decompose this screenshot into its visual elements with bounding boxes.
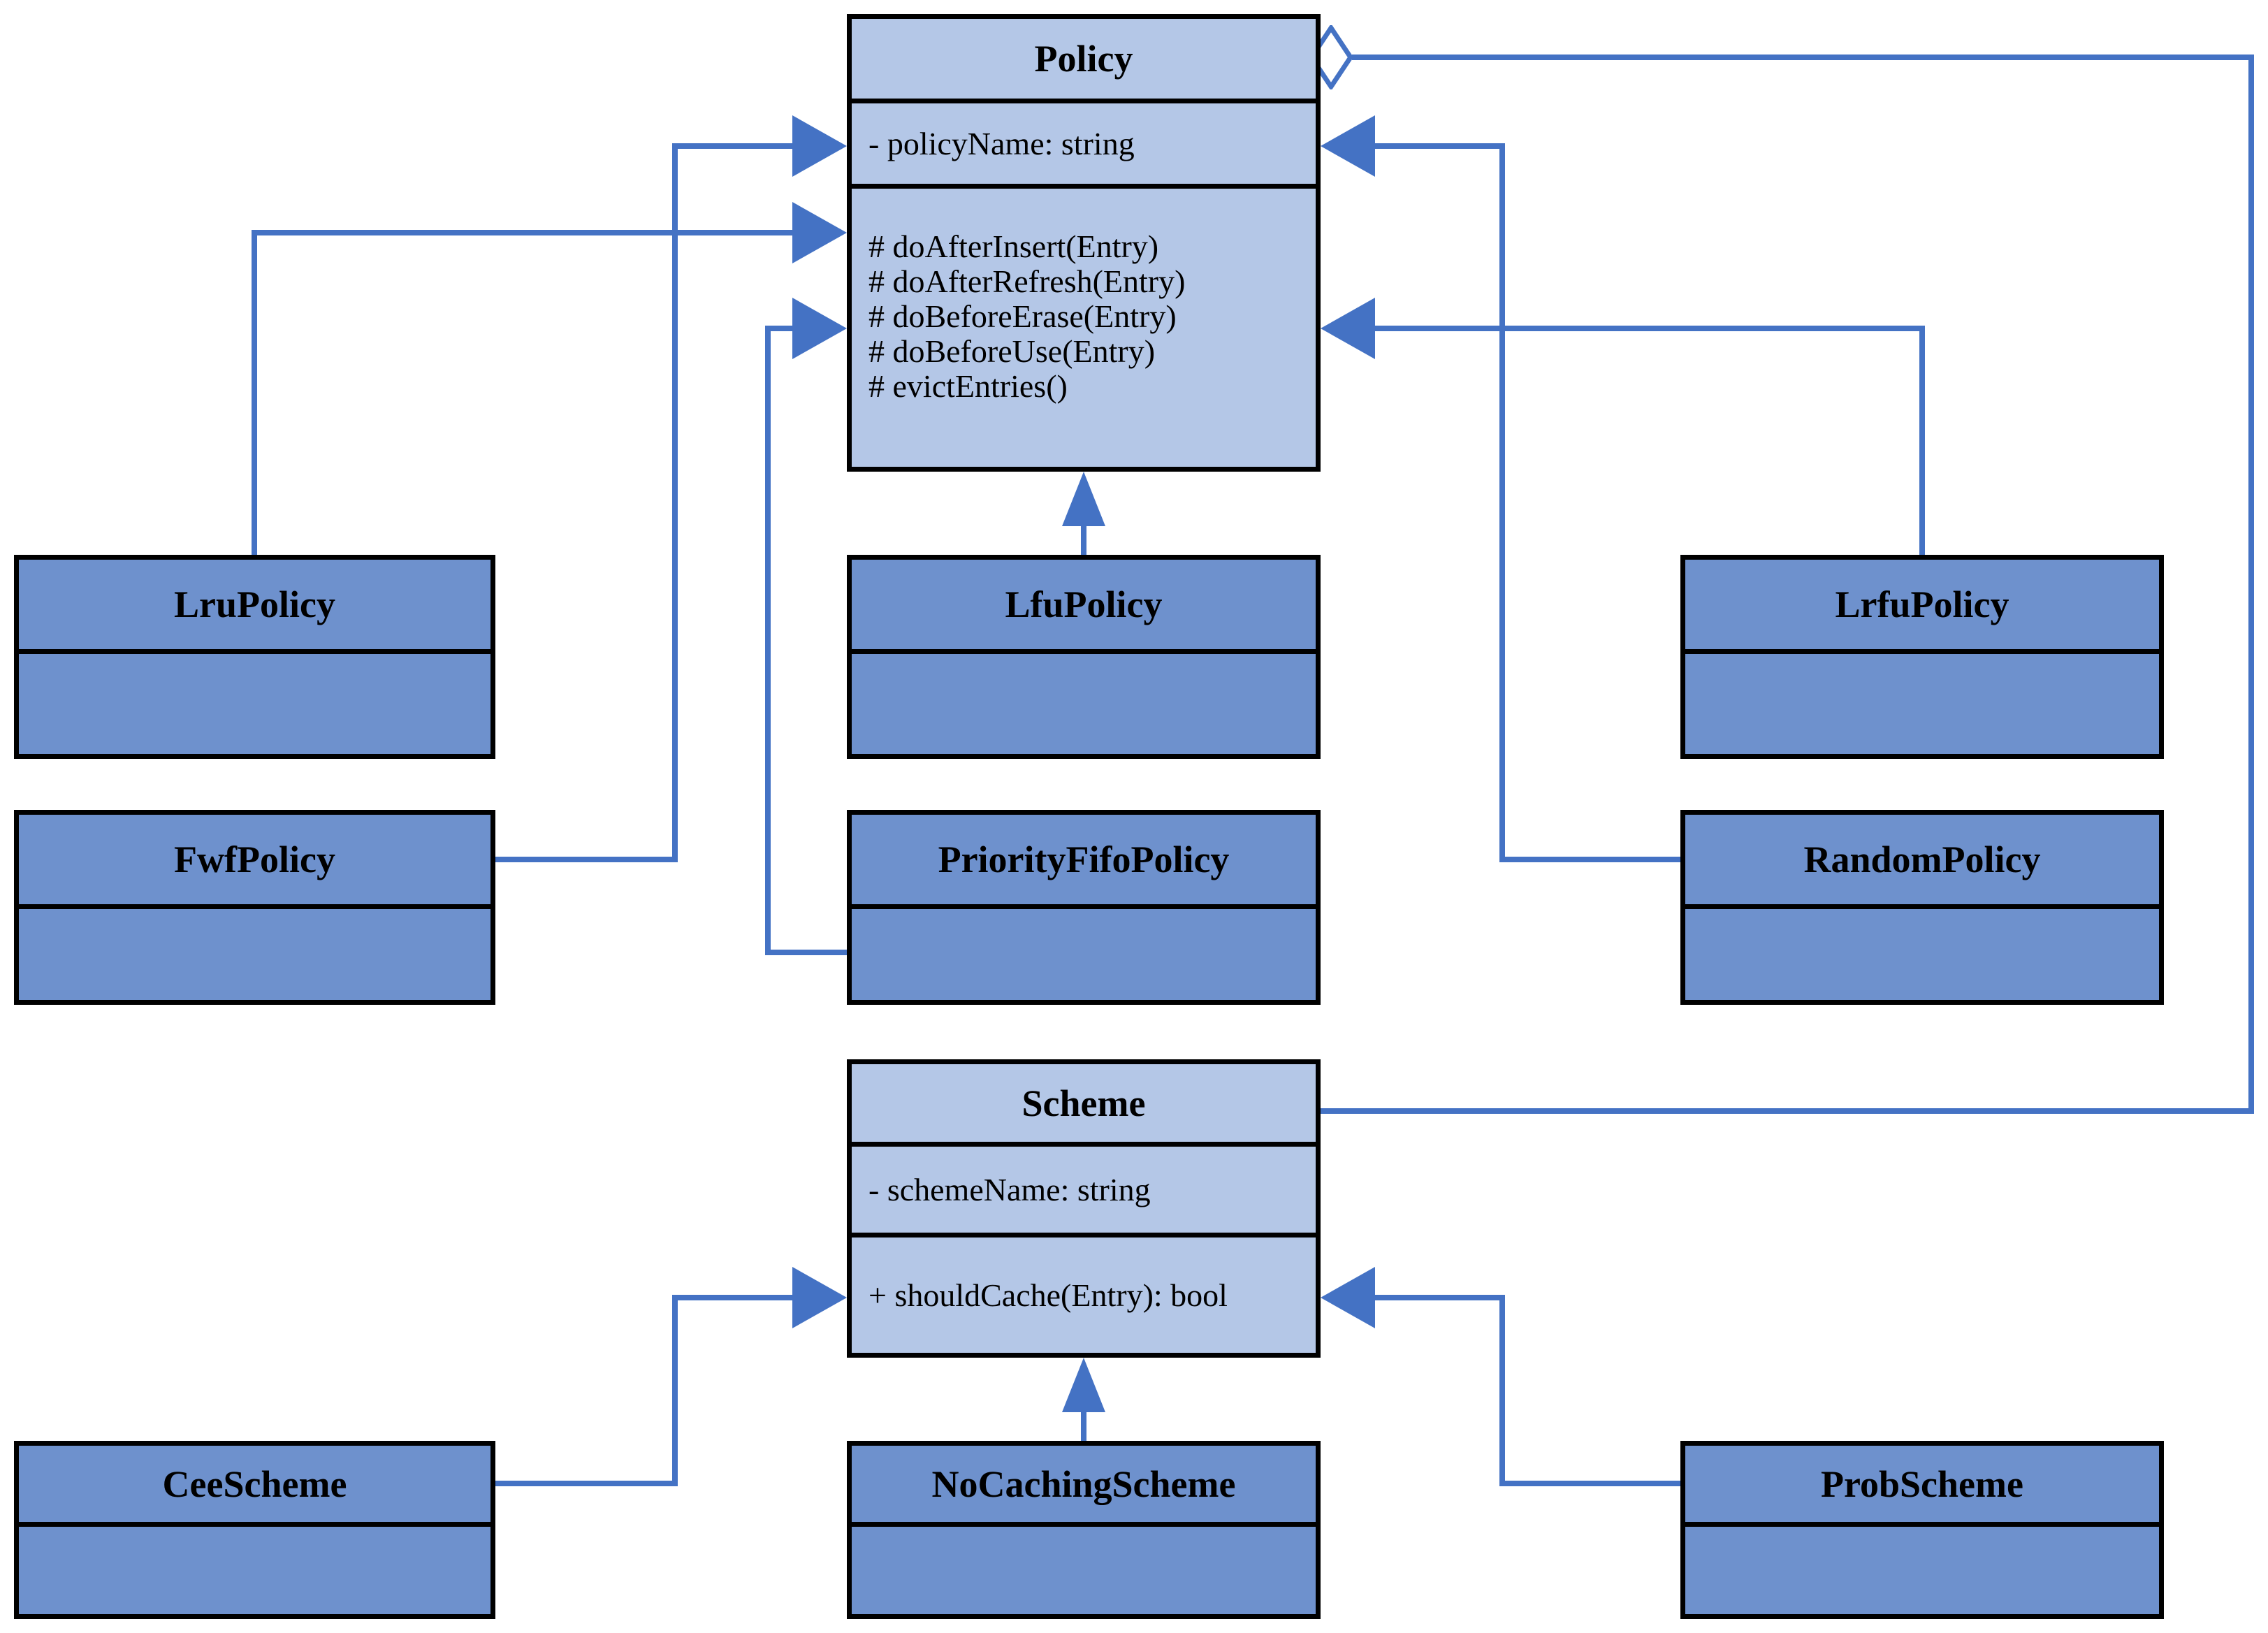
method: # doAfterInsert(Entry) <box>868 228 1159 264</box>
class-scheme: Scheme - schemeName: string + shouldCach… <box>847 1059 1321 1358</box>
line-segment <box>1081 1407 1086 1441</box>
class-title: NoCachingScheme <box>852 1446 1316 1527</box>
method: # doBeforeErase(Entry) <box>868 298 1177 334</box>
class-lrupolicy: LruPolicy <box>14 555 495 759</box>
line-segment <box>672 1295 792 1300</box>
class-body-empty <box>19 654 490 754</box>
method: # evictEntries() <box>868 368 1068 404</box>
class-body-empty <box>1685 654 2159 754</box>
line-segment <box>1499 1295 1505 1486</box>
line-segment <box>765 950 847 955</box>
generalization-arrow-icon <box>1321 298 1375 359</box>
class-title: LrfuPolicy <box>1685 560 2159 654</box>
class-nocachingscheme: NoCachingScheme <box>847 1441 1321 1619</box>
line-segment <box>672 143 792 149</box>
method: + shouldCache(Entry): bool <box>868 1277 1228 1313</box>
line-segment <box>1321 1108 2254 1114</box>
class-ceescheme: CeeScheme <box>14 1441 495 1619</box>
class-body-empty <box>1685 909 2159 1000</box>
line-segment <box>495 1481 678 1486</box>
class-lfupolicy: LfuPolicy <box>847 555 1321 759</box>
line-segment <box>1352 55 2254 60</box>
line-segment <box>495 857 678 862</box>
line-segment <box>2248 55 2254 1114</box>
class-title: Policy <box>852 19 1316 103</box>
class-body-empty <box>852 654 1316 754</box>
class-body-empty <box>19 909 490 1000</box>
class-title: CeeScheme <box>19 1446 490 1527</box>
class-title: LruPolicy <box>19 560 490 654</box>
line-segment <box>765 326 792 331</box>
attribute: - policyName: string <box>868 126 1135 161</box>
generalization-arrow-icon <box>1321 1267 1375 1328</box>
generalization-arrow-icon <box>792 1267 847 1328</box>
class-body-empty <box>852 909 1316 1000</box>
class-title: ProbScheme <box>1685 1446 2159 1527</box>
line-segment <box>1081 521 1086 555</box>
class-probscheme: ProbScheme <box>1680 1441 2164 1619</box>
class-title: PriorityFifoPolicy <box>852 815 1316 909</box>
class-title: FwfPolicy <box>19 815 490 909</box>
class-title: Scheme <box>852 1064 1316 1147</box>
class-policy: Policy - policyName: string # doAfterIns… <box>847 14 1321 472</box>
line-segment <box>1499 143 1505 862</box>
line-segment <box>672 1295 678 1486</box>
class-body-empty <box>852 1527 1316 1614</box>
class-priorityfifopolicy: PriorityFifoPolicy <box>847 810 1321 1005</box>
generalization-arrow-icon <box>1321 115 1375 177</box>
class-lrfupolicy: LrfuPolicy <box>1680 555 2164 759</box>
class-title: RandomPolicy <box>1685 815 2159 909</box>
class-randompolicy: RandomPolicy <box>1680 810 2164 1005</box>
line-segment <box>1375 326 1925 331</box>
generalization-arrow-icon <box>792 115 847 177</box>
class-attributes: - policyName: string <box>852 103 1316 189</box>
line-segment <box>1502 1481 1680 1486</box>
line-segment <box>765 326 771 955</box>
class-body-empty <box>1685 1527 2159 1614</box>
class-attributes: - schemeName: string <box>852 1147 1316 1238</box>
line-segment <box>672 143 678 862</box>
line-segment <box>252 230 257 555</box>
line-segment <box>252 230 795 235</box>
class-body-empty <box>19 1527 490 1614</box>
attribute: - schemeName: string <box>868 1172 1151 1207</box>
line-segment <box>1375 143 1505 149</box>
generalization-arrow-icon <box>1062 472 1105 526</box>
line-segment <box>1375 1295 1505 1300</box>
class-fwfpolicy: FwfPolicy <box>14 810 495 1005</box>
generalization-arrow-icon <box>792 202 847 263</box>
class-methods: # doAfterInsert(Entry) # doAfterRefresh(… <box>852 189 1316 467</box>
line-segment <box>1502 857 1680 862</box>
generalization-arrow-icon <box>1062 1358 1105 1412</box>
method: # doAfterRefresh(Entry) <box>868 263 1186 299</box>
line-segment <box>1919 326 1925 555</box>
class-methods: + shouldCache(Entry): bool <box>852 1238 1316 1353</box>
class-title: LfuPolicy <box>852 560 1316 654</box>
generalization-arrow-icon <box>792 298 847 359</box>
method: # doBeforeUse(Entry) <box>868 333 1156 369</box>
